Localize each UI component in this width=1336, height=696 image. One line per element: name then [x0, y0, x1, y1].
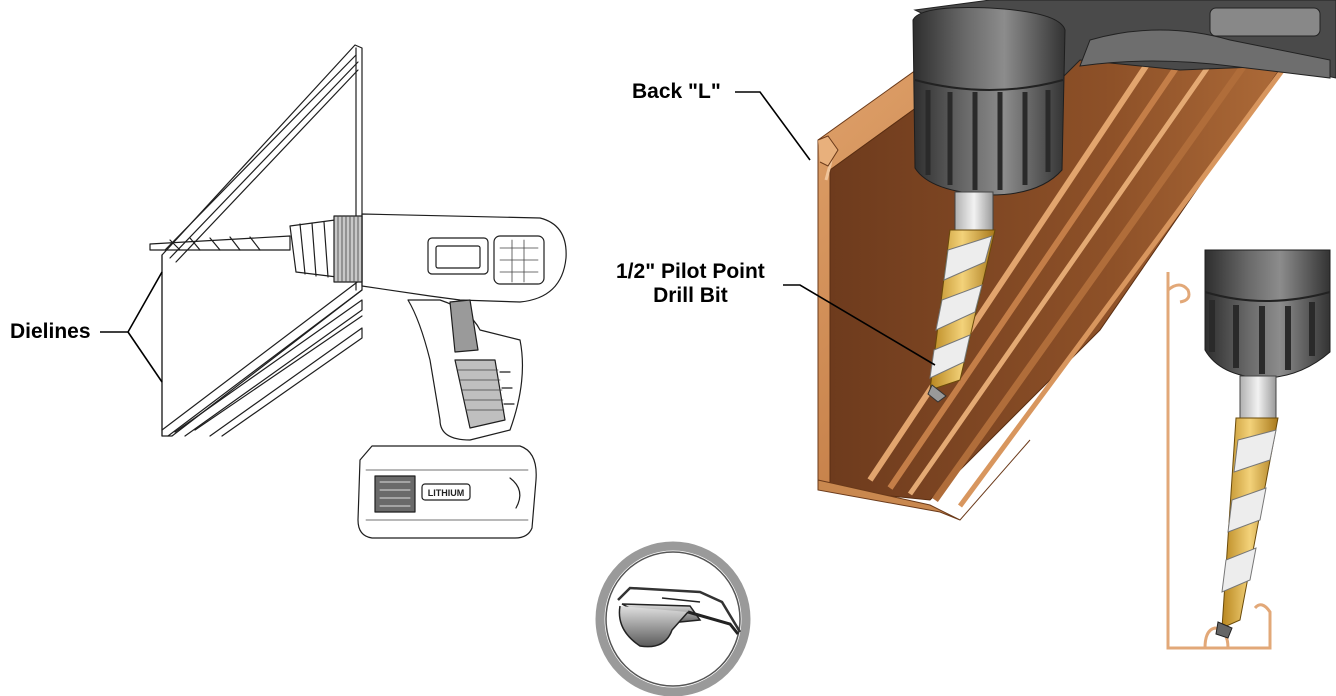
- drill-bit-label-line2: Drill Bit: [653, 284, 728, 307]
- back-l-leader: [735, 91, 811, 161]
- battery-brand-label: LITHIUM: [428, 488, 465, 498]
- safety-glasses-icon: [595, 541, 751, 696]
- rail-line-art: [161, 44, 363, 437]
- bit-leader: [783, 284, 936, 366]
- back-l-label: Back "L": [632, 80, 721, 103]
- drill-bit-label-line1: 1/2" Pilot Point: [616, 260, 765, 283]
- dielines-leader: [100, 271, 163, 383]
- drill-bit-label: 1/2" Pilot Point Drill Bit: [616, 260, 765, 308]
- dielines-label: Dielines: [10, 320, 91, 343]
- channel-profile-inset: [1166, 249, 1331, 650]
- power-drill-render: [912, 0, 1336, 403]
- drill-line-art: [149, 213, 567, 539]
